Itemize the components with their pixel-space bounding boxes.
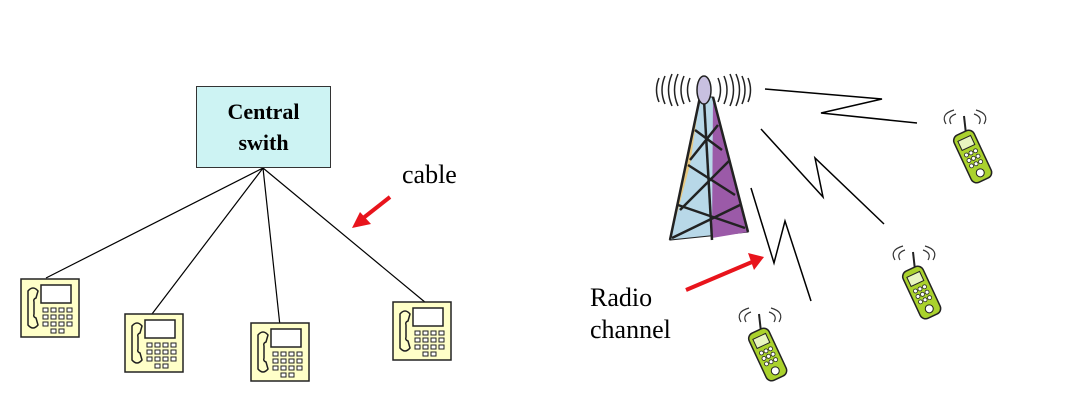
radio-channel-label: Radio channel — [590, 282, 671, 346]
mobile-phone-icon — [738, 307, 790, 384]
radio-pointer-arrow-icon — [685, 253, 764, 292]
switch-label-line2: swith — [238, 130, 289, 155]
desk-telephone-icon — [124, 313, 184, 373]
switch-label-line1: Central — [227, 99, 300, 124]
radio-channel-lines — [750, 88, 918, 302]
radio-label-line2: channel — [590, 315, 671, 344]
desk-telephone-icon — [20, 278, 80, 338]
central-switch-box: Central swith — [196, 86, 331, 168]
mobile-phone-icon — [892, 245, 944, 322]
cable-label: cable — [402, 160, 457, 189]
desk-telephone-icon — [392, 301, 452, 361]
cable-lines — [45, 167, 427, 327]
radio-tower-icon — [655, 73, 752, 241]
mobile-phone-icon — [943, 109, 995, 186]
radio-label-line1: Radio — [590, 283, 653, 312]
desk-telephone-icon — [250, 322, 310, 382]
cable-pointer-arrow-icon — [352, 195, 392, 228]
